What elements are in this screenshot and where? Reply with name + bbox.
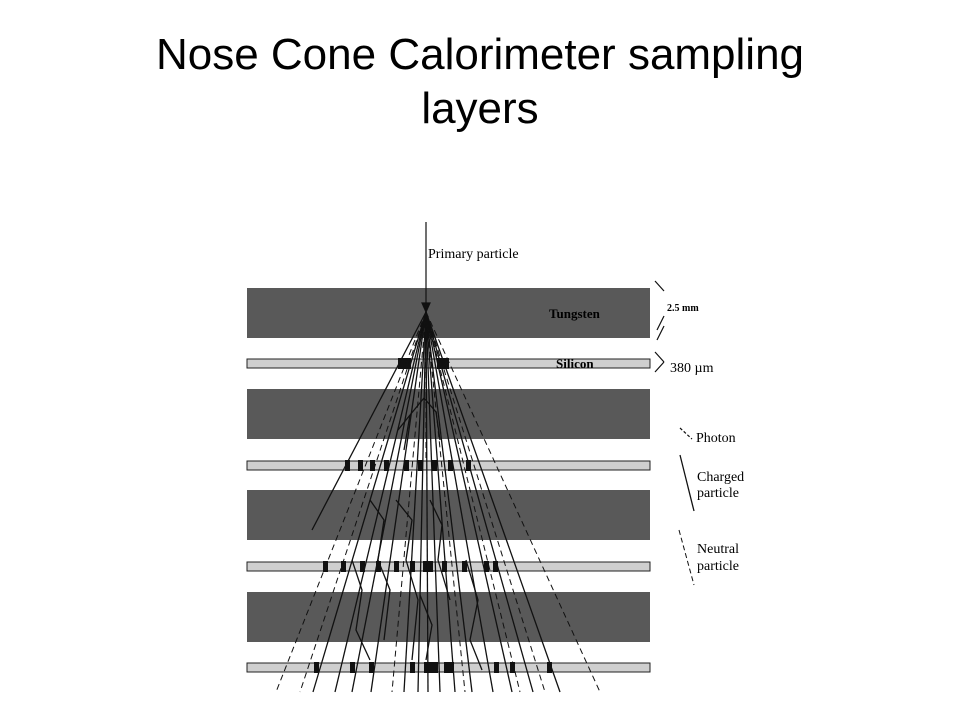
photon-legend-line [679, 427, 693, 440]
silicon-layer-3 [246, 561, 651, 572]
neutral-legend-line [678, 529, 695, 586]
silicon-thickness-label: 380 µm [670, 361, 714, 376]
dimension-marks [654, 280, 665, 373]
silicon-hits [314, 358, 552, 673]
silicon-label: Silicon [556, 356, 594, 371]
neutral-label-line-2: particle [697, 559, 739, 574]
charged-label-line-2: particle [697, 486, 739, 501]
charged-legend-line [679, 454, 695, 512]
neutral-label-line-1: Neutral [697, 542, 739, 557]
primary-particle-label: Primary particle [428, 247, 519, 262]
slide-title: Nose Cone Calorimeter sampling layers [0, 28, 960, 136]
tungsten-label: Tungsten [549, 306, 601, 321]
photon-tracks [275, 311, 601, 693]
title-line-1: Nose Cone Calorimeter sampling [155, 30, 805, 79]
primary-particle-track [421, 222, 431, 314]
charged-tracks [311, 311, 561, 693]
tungsten-thickness-label: 2.5 mm [667, 303, 699, 314]
photon-label: Photon [696, 431, 736, 446]
charged-label-line-1: Charged [697, 470, 744, 485]
tungsten-layer-1 [247, 288, 650, 338]
title-line-2: layers [421, 84, 539, 133]
legend-samples [678, 427, 695, 586]
